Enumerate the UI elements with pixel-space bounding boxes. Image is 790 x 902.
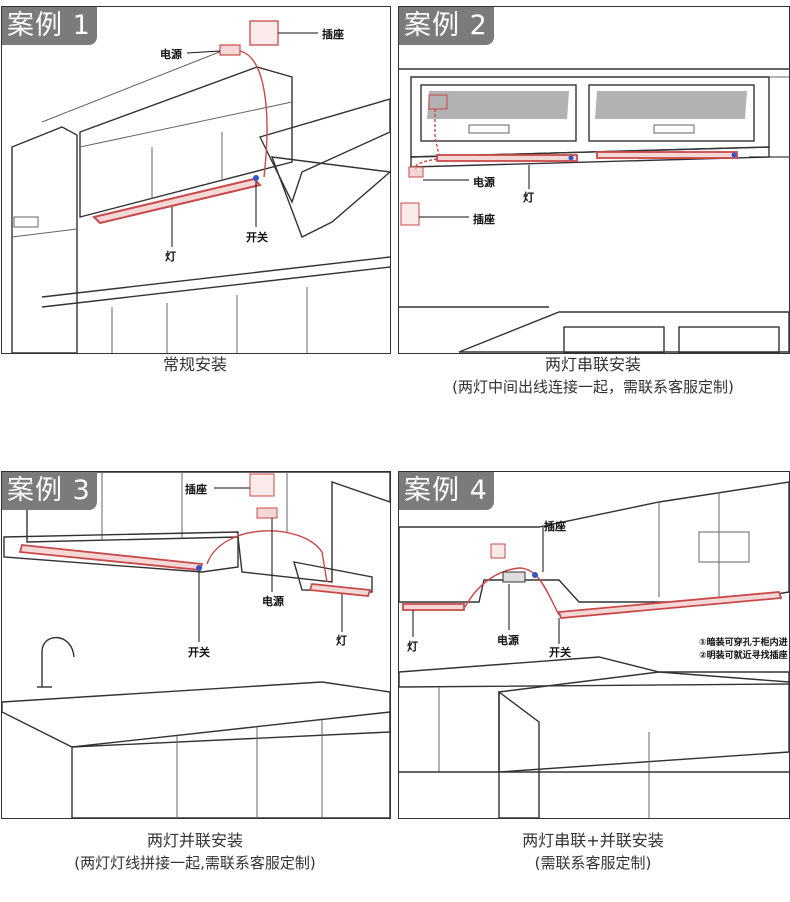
case-2-caption-title: 两灯串联安装 <box>544 355 641 374</box>
case-3-light-label: 灯 <box>336 634 347 647</box>
case-2-badge: 案例 2 <box>399 7 494 45</box>
case-1-caption: 常规安装 <box>1 354 389 376</box>
case-2-power-label: 电源 <box>473 176 495 189</box>
case-4-note-2: ②明装可就近寻找插座 <box>699 651 788 661</box>
case-2-caption-sub: (两灯中间出线连接一起，需联系客服定制) <box>452 378 734 396</box>
case-3-caption: 两灯并联安装 (两灯灯线拼接一起,需联系客服定制) <box>1 830 389 874</box>
case-4-badge: 案例 4 <box>399 472 494 510</box>
case-2-light-label: 灯 <box>523 191 534 204</box>
case-2-socket-icon <box>400 202 420 226</box>
case-1-light-strip <box>92 177 262 225</box>
case-1-power-icon <box>219 44 241 56</box>
case-1-switch-label: 开关 <box>246 231 268 244</box>
case-3-panel: 案例 3 插座 电源 开关 灯 <box>1 471 391 819</box>
case-3-socket-icon <box>249 473 275 497</box>
case-4-kitchen-sketch <box>399 481 789 818</box>
case-4-panel: 案例 4 插座 灯 电源 开关 ①暗装可穿孔于柜内进 ②明装可就近寻找插座 <box>398 471 790 819</box>
case-3-power-label: 电源 <box>262 595 284 608</box>
case-2-socket-label: 插座 <box>473 213 495 226</box>
case-3-light-strip-right <box>308 583 372 597</box>
case-4-socket-icon <box>490 543 506 559</box>
case-3-power-icon <box>256 507 278 519</box>
case-4-light-label: 灯 <box>407 640 418 653</box>
case-4-caption-sub: (需联系客服定制) <box>534 854 652 872</box>
case-2-light-strip-right <box>596 151 738 159</box>
case-3-caption-title: 两灯并联安装 <box>146 831 243 850</box>
case-3-socket-label: 插座 <box>185 483 207 496</box>
case-1-light-label: 灯 <box>165 250 176 263</box>
case-1-caption-title: 常规安装 <box>162 355 227 374</box>
case-2-kitchen-sketch <box>399 68 789 353</box>
case-4-caption-title: 两灯串联+并联安装 <box>522 831 664 850</box>
case-2-light-strip-left <box>436 154 578 162</box>
case-3-light-strip-left <box>18 544 204 571</box>
case-4-switch-label: 开关 <box>549 646 571 659</box>
case-4-power-label: 电源 <box>497 634 519 647</box>
case-2-panel: 案例 2 电源 插座 灯 <box>398 6 790 354</box>
case-3-caption-sub: (两灯灯线拼接一起,需联系客服定制) <box>74 854 316 872</box>
case-3-badge: 案例 3 <box>2 472 97 510</box>
case-1-badge: 案例 1 <box>2 7 97 45</box>
case-4-light-strip-right <box>557 591 783 619</box>
case-4-note-1: ①暗装可穿孔于柜内进 <box>699 638 788 648</box>
case-1-panel: 案例 1 插座 电源 灯 开关 <box>1 6 391 354</box>
case-3-kitchen-sketch <box>2 472 390 818</box>
case-2-caption: 两灯串联安装 (两灯中间出线连接一起，需联系客服定制) <box>398 354 788 398</box>
case-1-socket-label: 插座 <box>322 28 344 41</box>
case-1-socket-icon <box>249 20 279 46</box>
case-3-switch-label: 开关 <box>188 646 210 659</box>
case-1-kitchen-sketch <box>11 20 390 353</box>
case-4-socket-label: 插座 <box>544 520 566 533</box>
case-4-power-icon <box>502 571 526 583</box>
case-4-caption: 两灯串联+并联安装 (需联系客服定制) <box>398 830 788 874</box>
case-2-power-icon <box>408 166 424 178</box>
case-4-light-strip-left <box>402 603 465 611</box>
case-1-power-label: 电源 <box>160 48 182 61</box>
